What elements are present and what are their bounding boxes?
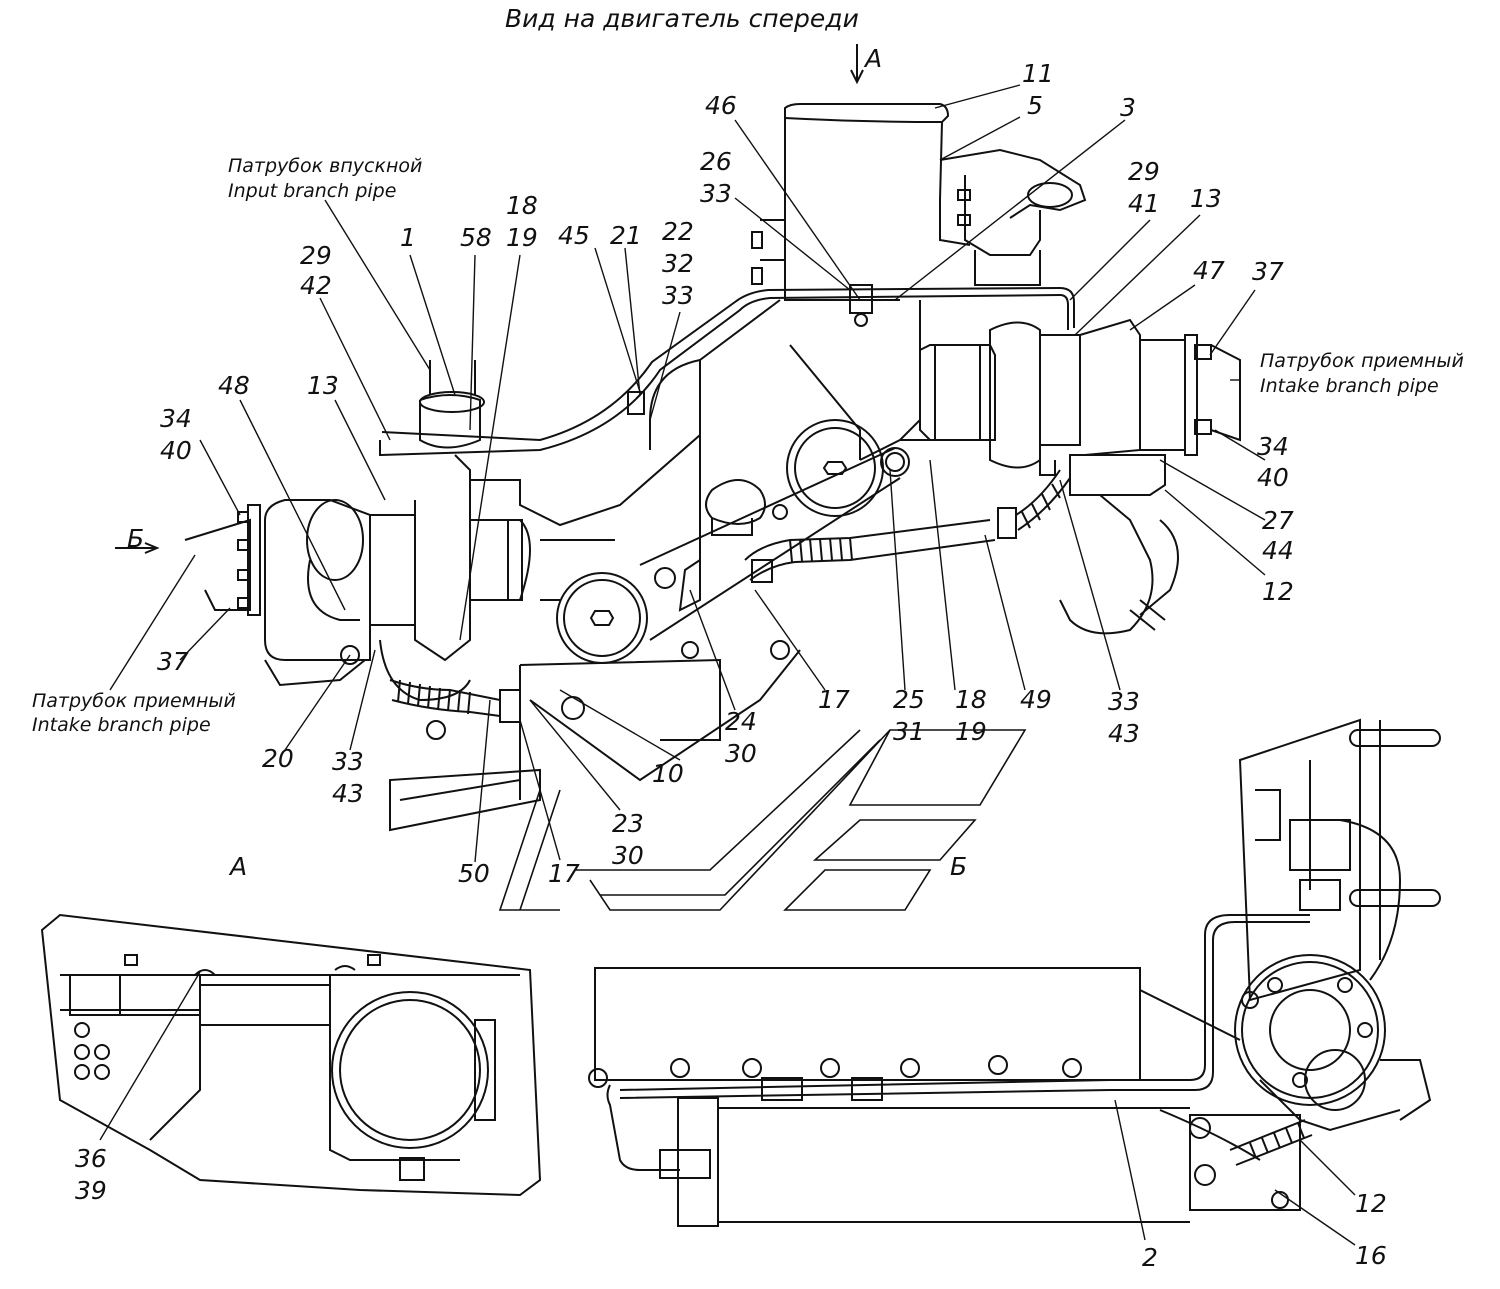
flex-hose-12b [1230,1120,1312,1165]
part-label: 33 [1108,687,1140,716]
part-label: 20 [262,744,294,773]
pulley-large [787,420,883,516]
caption-intake-left-en: Intake branch pipe [32,714,211,736]
view-b [589,720,1440,1226]
part-label: 48 [218,371,250,400]
oil-filler-cap [706,480,765,524]
part-label: 11 [1022,59,1054,88]
part-label: 10 [652,759,684,788]
arrow-a [851,44,863,82]
part-label: 19 [955,717,987,746]
part-label: 23 [612,809,644,838]
part-label: 13 [307,371,339,400]
part-label: 1 [400,223,416,252]
part-label: 24 [725,707,757,736]
caption-input-pipe-en: Input branch pipe [228,180,397,202]
part-label: 22 [662,217,694,246]
engine-block-outline [470,300,940,525]
view-b-turbo [1235,955,1385,1105]
part-label: 34 [160,404,192,433]
part-label: 34 [1257,432,1289,461]
part-label: 17 [548,859,580,888]
part-label: 33 [662,281,694,310]
caption-intake-right-en: Intake branch pipe [1260,375,1439,397]
part-label: 58 [460,223,492,252]
part-label: 49 [1020,685,1052,714]
part-label: 16 [1355,1241,1387,1270]
part-label: 33 [700,179,732,208]
part-label: 21 [610,221,642,250]
part-label: 47 [1193,256,1225,285]
part-label: 44 [1262,536,1294,565]
part-label: 30 [725,739,757,768]
drawing-title: Вид на двигатель спереди [505,4,859,33]
part-label: 3 [1120,93,1136,122]
part-label: 12 [1355,1189,1387,1218]
view-b-title: Б [950,852,968,881]
part-label: 37 [1252,257,1284,286]
part-label: 45 [558,221,590,250]
part-label: 19 [506,223,538,252]
part-label: 43 [1108,719,1140,748]
part-label: 17 [818,685,850,714]
part-label: 39 [75,1176,107,1205]
caption-intake-right-ru: Патрубок приемный [1260,350,1464,372]
part-label: 27 [1262,506,1294,535]
part-label: 50 [458,859,490,888]
leader-lines [100,85,1355,1245]
part-label: 46 [705,91,737,120]
caption-intake-left-ru: Патрубок приемный [32,690,236,712]
part-label: 31 [893,717,925,746]
part-label: 36 [75,1144,107,1173]
part-label: 33 [332,747,364,776]
oil-pipe [380,295,1068,455]
part-label: 42 [300,271,332,300]
flex-hose-49 [745,520,995,580]
hatch-section-b [500,730,1025,910]
arrow-b [115,543,157,553]
part-label: 25 [893,685,925,714]
part-label: 26 [700,147,732,176]
part-label: 30 [612,841,644,870]
view-a-arrow-label: А [865,44,883,73]
left-turbocharger [185,360,484,739]
part-label: 29 [1128,157,1160,186]
view-a [42,915,540,1195]
air-filter-housing [785,104,970,245]
caption-input-pipe-ru: Патрубок впускной [228,155,423,177]
part-label: 2 [1142,1243,1158,1272]
part-label: 32 [662,249,694,278]
right-turbocharger [920,320,1240,633]
view-arrows [115,44,863,553]
view-b-arrow-label: Б [127,524,145,553]
part-label: 40 [160,436,192,465]
part-label: 29 [300,241,332,270]
part-label: 13 [1190,184,1222,213]
sump [390,770,540,830]
view-a-title: А [230,852,248,881]
part-label: 37 [157,647,189,676]
view-a-filter [332,992,488,1148]
part-label: 12 [1262,577,1294,606]
part-label: 18 [506,191,538,220]
part-label: 18 [955,685,987,714]
part-label: 43 [332,779,364,808]
engine-front-view [185,104,1240,830]
part-label: 5 [1027,91,1043,120]
part-label: 40 [1257,463,1289,492]
pulley-lower [557,573,647,663]
part-label: 41 [1128,189,1160,218]
